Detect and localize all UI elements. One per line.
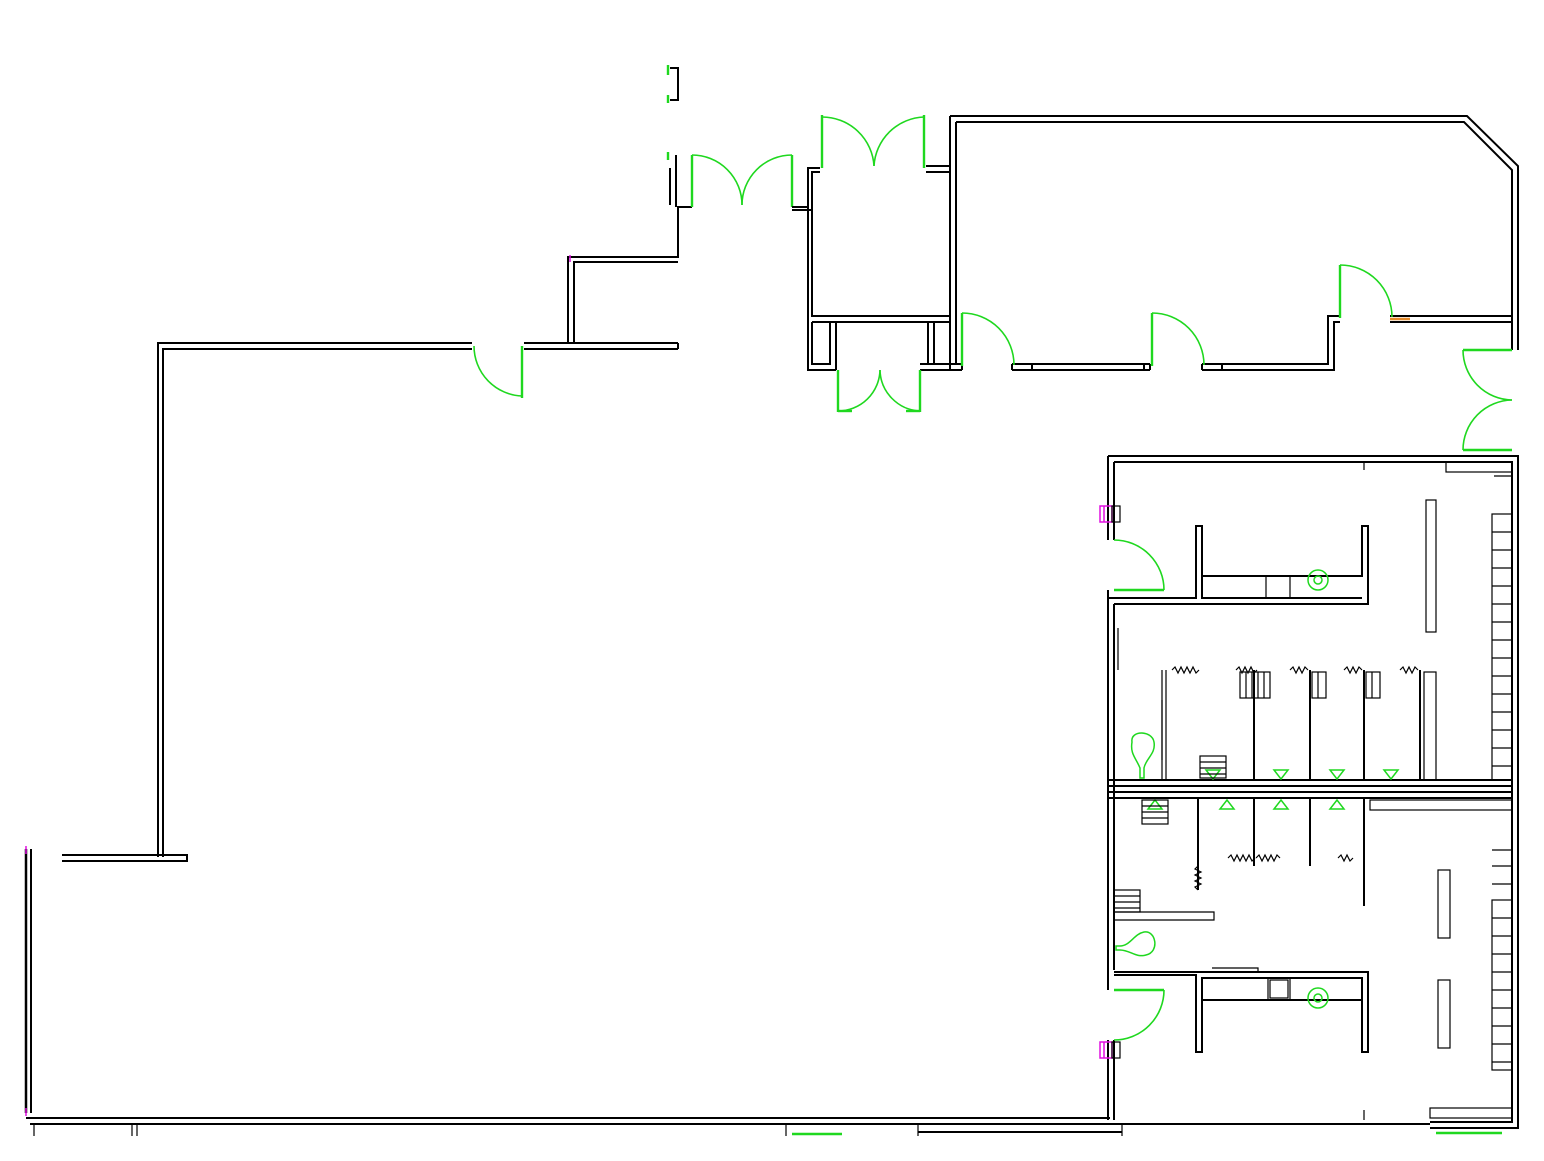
double-door-upper-west [690, 154, 794, 207]
door-ne-3 [1338, 264, 1393, 318]
door-ne-2 [1150, 312, 1205, 366]
restroom-block-walls [1107, 455, 1519, 1129]
door-ne-1 [960, 312, 1015, 366]
sink-fixtures [1307, 569, 1329, 1009]
main-hall [24, 342, 1430, 1136]
urinal-fixtures [1146, 769, 1400, 810]
stall-hinges [1171, 665, 1419, 891]
toilet-fixtures [1115, 732, 1156, 957]
vestibule-room [792, 116, 962, 371]
door-main-hall-north [473, 345, 524, 398]
door-restroom-south [1113, 988, 1165, 1041]
upper-corridor-walls [567, 65, 692, 343]
entry-markers [1099, 505, 1121, 1059]
double-door-vestibule-south [836, 369, 922, 413]
east-shelving [1491, 475, 1513, 1071]
double-door-east [1462, 348, 1513, 452]
northeast-room [950, 115, 1519, 371]
double-door-vestibule-north [820, 115, 926, 168]
door-restroom-north [1113, 539, 1165, 592]
stall-fixtures [1113, 499, 1451, 1049]
